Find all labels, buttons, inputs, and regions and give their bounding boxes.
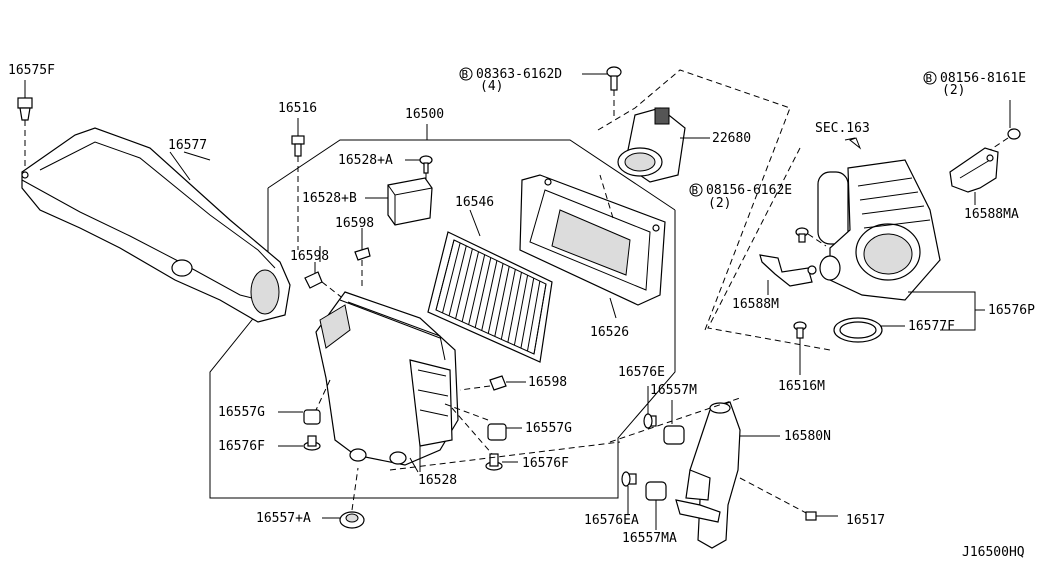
filter-pleat xyxy=(455,248,473,319)
filter-pleat xyxy=(487,263,504,334)
label-16557G-right: 16557G xyxy=(525,421,572,436)
filter-pleat xyxy=(526,280,541,352)
screw-08363-icon xyxy=(582,66,622,120)
label-16575F: 16575F xyxy=(8,63,55,78)
label-16528A: 16528+A xyxy=(338,153,393,168)
label-16516: 16516 xyxy=(278,101,317,116)
label-16598-a: 16598 xyxy=(335,216,374,231)
filter-pleat xyxy=(448,245,467,316)
pin-16576EA-icon xyxy=(621,471,637,514)
label-16528: 16528 xyxy=(418,473,457,488)
bolt-marker-text: B xyxy=(462,68,469,81)
foam-block-16528B-icon xyxy=(365,177,433,226)
label-16500: 16500 xyxy=(405,107,444,122)
label-sec163: SEC.163 xyxy=(815,121,870,136)
screw-08156-6162E-icon xyxy=(795,227,827,247)
lower-airbox-16528-icon xyxy=(315,291,494,473)
grommet-16557G-right-icon xyxy=(487,423,522,441)
label-16557M: 16557M xyxy=(650,383,697,398)
label-08156-6162E: 08156-6162E xyxy=(706,183,792,198)
air-duct-16577-icon xyxy=(21,127,291,323)
bracket-16588MA-icon xyxy=(949,147,999,205)
label-08156-6162E-qty: (2) xyxy=(708,196,731,211)
part-labels: 16575F 16577 16516 16500 16528+A 16528+B… xyxy=(8,63,1035,560)
grommet-16557A-icon xyxy=(322,467,365,529)
label-16576F-right: 16576F xyxy=(522,456,569,471)
grommet-16557M-icon xyxy=(663,400,685,445)
label-16546: 16546 xyxy=(455,195,494,210)
filter-pleat xyxy=(442,242,461,314)
circled-b-marker-08363: B xyxy=(459,67,473,81)
screw-08156-8161E-icon xyxy=(989,100,1021,151)
diagram-id: J16500HQ xyxy=(962,545,1025,560)
label-16557MA: 16557MA xyxy=(622,531,677,546)
label-16577: 16577 xyxy=(168,138,207,153)
intake-hose-16576P-icon xyxy=(707,137,985,351)
label-16588M: 16588M xyxy=(732,297,779,312)
air-filter-16546-icon xyxy=(427,209,553,363)
clip-16598-right-icon xyxy=(459,375,526,391)
clip-16598-upper-icon xyxy=(354,228,371,290)
resonator-16580N-icon xyxy=(389,397,811,549)
label-16516M: 16516M xyxy=(778,379,825,394)
label-16517: 16517 xyxy=(846,513,885,528)
label-08363: 08363-6162D xyxy=(476,67,562,82)
circled-b-marker-08156a: B xyxy=(689,183,703,197)
filter-pleat xyxy=(507,272,522,343)
label-16528B: 16528+B xyxy=(302,191,357,206)
filter-pleat xyxy=(461,251,480,322)
pin-16576F-right-icon xyxy=(485,453,518,471)
grommet-16557G-left-icon xyxy=(278,409,321,425)
bolt-16517-icon xyxy=(805,511,838,521)
label-16588MA: 16588MA xyxy=(964,207,1019,222)
label-08363-qty: (4) xyxy=(480,79,503,94)
filter-pleat xyxy=(500,269,516,340)
label-16526: 16526 xyxy=(590,325,629,340)
label-16576EA: 16576EA xyxy=(584,513,639,528)
label-16598-c: 16598 xyxy=(528,375,567,390)
filter-pleat xyxy=(513,275,529,346)
filter-pleat xyxy=(481,260,498,331)
label-22680: 22680 xyxy=(712,131,751,146)
label-08156-8161E: 08156-8161E xyxy=(940,71,1026,86)
bolt-16516-icon xyxy=(291,118,305,250)
filter-pleat xyxy=(468,254,486,325)
label-16576F-left: 16576F xyxy=(218,439,265,454)
bracket-16588M-icon xyxy=(759,254,817,295)
label-16576P: 16576P xyxy=(988,303,1035,318)
clip-16598-left-icon xyxy=(304,262,346,301)
upper-cover-16526-icon xyxy=(519,174,666,319)
pin-16576F-left-icon xyxy=(278,435,321,451)
filter-pleat xyxy=(435,239,455,311)
filter-pleat xyxy=(520,278,535,349)
leader-lines xyxy=(183,151,421,472)
label-08156-8161E-qty: (2) xyxy=(942,83,965,98)
label-16580N: 16580N xyxy=(784,429,831,444)
bolt-marker-text: B xyxy=(692,184,699,197)
label-16576E: 16576E xyxy=(618,365,665,380)
filter-pleat xyxy=(494,266,510,337)
label-16557G-left: 16557G xyxy=(218,405,265,420)
bolt-marker-text: B xyxy=(926,72,933,85)
filter-pleat xyxy=(474,257,492,328)
maf-sensor-22680-icon xyxy=(597,69,791,331)
label-16577F: 16577F xyxy=(908,319,955,334)
clip-16575F-icon xyxy=(17,80,33,170)
filter-pleat xyxy=(533,283,547,355)
circled-b-marker-08156b: B xyxy=(923,71,937,85)
hose-clamp-16577F-icon xyxy=(833,317,905,343)
label-16598-b: 16598 xyxy=(290,249,329,264)
bolt-16516M-icon xyxy=(793,321,807,375)
grommet-16557MA-icon xyxy=(645,481,667,530)
label-16557A: 16557+A xyxy=(256,511,311,526)
pin-16576E-icon xyxy=(643,386,657,429)
